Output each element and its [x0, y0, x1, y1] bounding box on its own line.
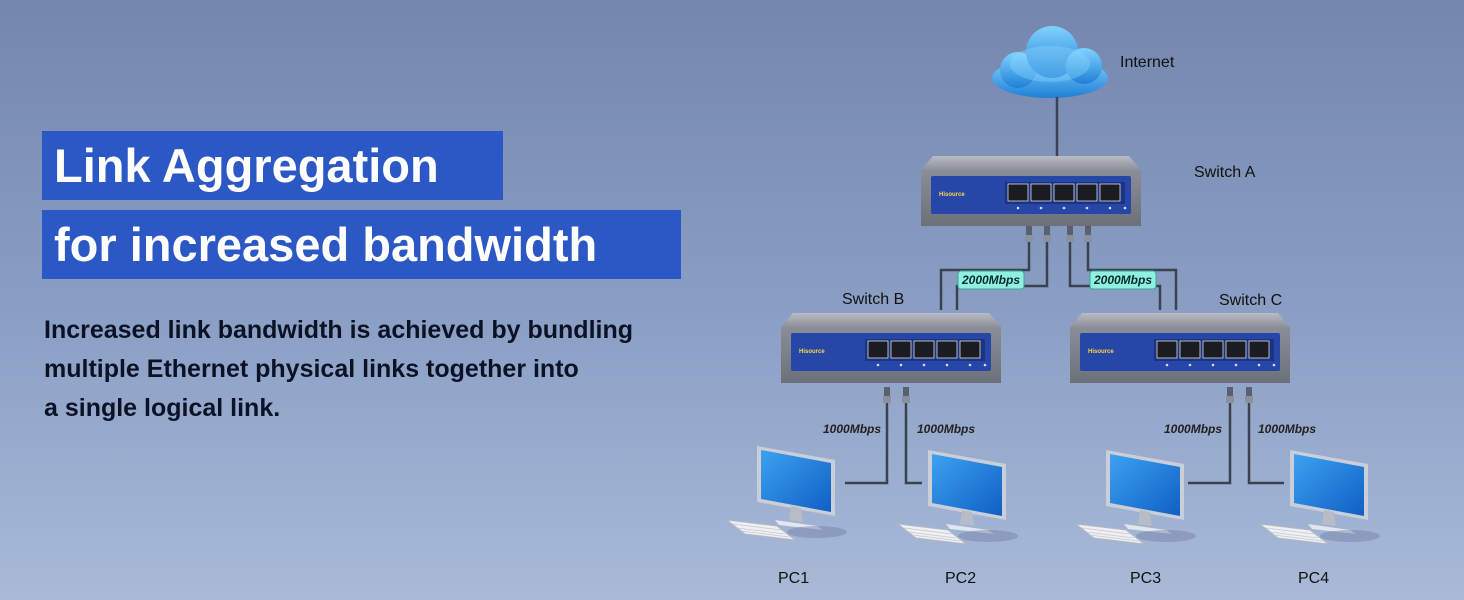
switch-a-label: Switch A: [1194, 164, 1256, 181]
bandwidth-badge-a-b: 2000Mbps: [957, 270, 1025, 290]
description-line-3: a single logical link.: [44, 394, 281, 422]
pc1-cable: [845, 387, 891, 485]
pc4-label: PC4: [1298, 570, 1329, 587]
description: Increased link bandwidth is achieved by …: [44, 311, 744, 428]
bandwidth-badge-a-c-text: 2000Mbps: [1093, 273, 1152, 287]
switch-c-brand: Hisource: [1088, 349, 1114, 355]
switch-c: Hisource: [1069, 312, 1291, 384]
bandwidth-badge-a-b-text: 2000Mbps: [961, 273, 1020, 287]
internet-label: Internet: [1120, 54, 1175, 71]
switch-a: Hisource: [920, 155, 1142, 227]
pc2-icon: [897, 449, 1019, 545]
pc1-icon: [726, 445, 848, 541]
pc3-link-speed: 1000Mbps: [1164, 422, 1222, 436]
pc4-link-speed: 1000Mbps: [1258, 422, 1316, 436]
headline-line-1: Link Aggregation: [42, 131, 503, 200]
headline-line-1-text: Link Aggregation: [54, 139, 439, 192]
pc3-label: PC3: [1130, 570, 1161, 587]
switch-b-brand: Hisource: [799, 349, 825, 355]
pc2-link-speed: 1000Mbps: [917, 422, 975, 436]
switch-b: Hisource: [780, 312, 1002, 384]
switch-b-label: Switch B: [842, 291, 904, 308]
pc4-icon: [1259, 449, 1381, 545]
pc3-icon: [1075, 449, 1197, 545]
description-line-1: Increased link bandwidth is achieved by …: [44, 316, 634, 344]
pc1-link-speed: 1000Mbps: [823, 422, 881, 436]
pc4-cable: [1245, 387, 1284, 485]
description-line-2: multiple Ethernet physical links togethe…: [44, 355, 579, 383]
pc2-label: PC2: [945, 570, 976, 587]
pc1-label: PC1: [778, 570, 809, 587]
internet-cloud-icon: [992, 26, 1108, 98]
switch-c-label: Switch C: [1219, 292, 1282, 309]
headline-line-2: for increased bandwidth: [42, 210, 681, 279]
pc2-cable: [902, 387, 922, 485]
pc3-cable: [1188, 387, 1234, 485]
switch-a-brand: Hisource: [939, 192, 965, 198]
bandwidth-badge-a-c: 2000Mbps: [1089, 270, 1157, 290]
headline-line-2-text: for increased bandwidth: [54, 218, 598, 271]
